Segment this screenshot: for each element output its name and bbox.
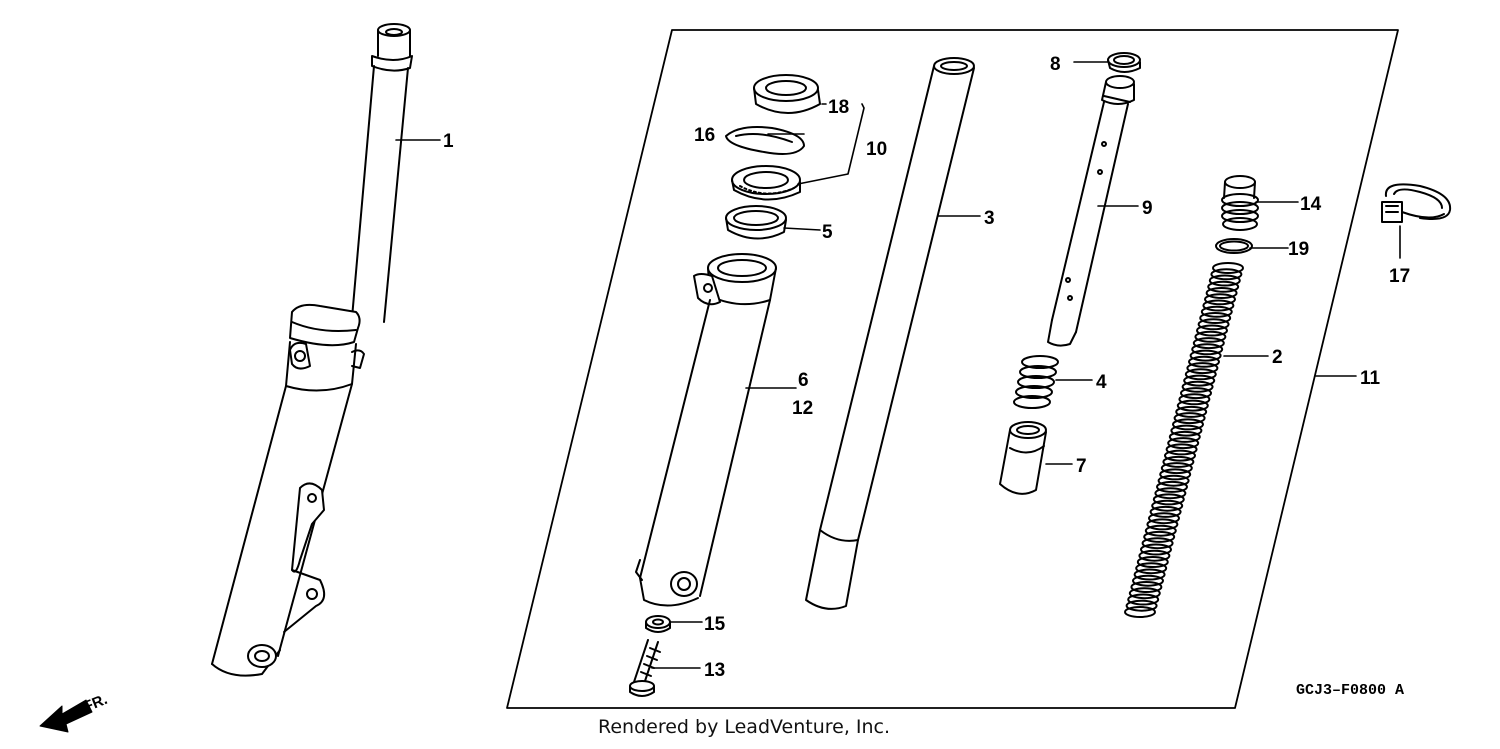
spring-coil	[1127, 593, 1160, 606]
spring-coil	[1181, 380, 1214, 393]
callout-1: 1	[443, 131, 454, 152]
spring-coil	[1149, 505, 1182, 518]
spring-coil	[1210, 268, 1243, 281]
spring-coil	[1202, 299, 1235, 312]
callout-14: 14	[1300, 194, 1322, 215]
callout-10: 10	[866, 139, 887, 160]
spring-coil	[1151, 499, 1184, 512]
spring-coil	[1180, 387, 1212, 400]
callout-16: 16	[694, 125, 715, 146]
oil-seal-part[interactable]	[731, 165, 801, 201]
sealing-washer-part[interactable]	[645, 615, 671, 633]
spring-coil	[1136, 556, 1169, 568]
callout-7: 7	[1076, 456, 1087, 477]
callout-2: 2	[1272, 347, 1283, 368]
spring-coil	[1162, 455, 1195, 468]
spring-coil	[1154, 487, 1187, 500]
fork-assembly-part[interactable]	[211, 23, 413, 677]
spring-coil	[1172, 418, 1204, 431]
spring-coil	[1188, 355, 1220, 368]
spring-coil	[1207, 280, 1240, 293]
diagram-code: GCJ3–F0800 A	[1296, 682, 1404, 699]
spring-coil	[1183, 374, 1216, 387]
spring-coil	[1170, 424, 1203, 437]
spring-coil	[1140, 543, 1172, 556]
spring-coil	[1204, 293, 1236, 306]
spring-coil	[1173, 412, 1206, 425]
spring-coil	[1175, 405, 1208, 418]
spring-coil	[1125, 599, 1158, 612]
fork-pipe-part[interactable]	[1047, 75, 1135, 347]
spring-coil	[1124, 606, 1156, 618]
fork-spring-part[interactable]	[1124, 262, 1244, 618]
hose-clamp-part[interactable]	[1381, 183, 1452, 223]
front-direction-label: FR.	[81, 691, 110, 716]
spring-coil	[1148, 512, 1180, 525]
callout-3: 3	[984, 208, 995, 229]
spring-coil	[1192, 337, 1225, 350]
spring-coil	[1135, 562, 1168, 575]
spring-coil	[1143, 530, 1176, 543]
spring-coil	[1191, 343, 1224, 356]
spring-coil	[1138, 549, 1171, 562]
spring-coil	[1178, 393, 1211, 406]
spring-coil	[1144, 524, 1177, 537]
fork-bolt-part[interactable]	[1221, 175, 1259, 231]
rebound-spring-part[interactable]	[1013, 355, 1059, 409]
callout-15: 15	[704, 614, 726, 635]
spring-coil	[1128, 587, 1161, 600]
spring-coil	[1168, 430, 1201, 443]
spring-coil	[1196, 324, 1228, 337]
spring-coil	[1159, 468, 1192, 481]
spring-coil	[1200, 305, 1233, 318]
spring-coil	[1157, 474, 1190, 487]
callout-18: 18	[828, 97, 849, 118]
callout-4: 4	[1096, 372, 1107, 393]
spring-coil	[1184, 368, 1217, 381]
spring-coil	[1160, 462, 1193, 475]
spring-coil	[1164, 449, 1196, 462]
socket-bolt-part[interactable]	[629, 639, 661, 697]
leader-lines	[395, 61, 1401, 669]
spring-coil	[1132, 574, 1164, 587]
callout-12: 12	[792, 398, 813, 419]
render-credit-text: Rendered by LeadVenture, Inc.	[598, 716, 891, 738]
spring-coil	[1208, 274, 1241, 287]
callout-6: 6	[798, 370, 809, 391]
oil-lock-piece-part[interactable]	[999, 421, 1047, 495]
o-ring-part[interactable]	[1215, 238, 1253, 254]
spring-coil	[1197, 318, 1230, 331]
callout-17: 17	[1389, 266, 1410, 287]
callout-13: 13	[704, 660, 725, 681]
spring-coil	[1176, 399, 1209, 412]
spring-coil	[1165, 443, 1198, 456]
spring-coil	[1167, 437, 1200, 450]
callout-9: 9	[1142, 198, 1153, 219]
spring-coil	[1146, 518, 1179, 531]
spring-coil	[1205, 287, 1238, 299]
spring-coil	[1152, 493, 1185, 506]
spring-coil	[1133, 568, 1166, 581]
callout-11: 11	[1360, 368, 1381, 389]
spring-coil	[1189, 349, 1222, 362]
spring-coil	[1199, 312, 1232, 324]
callout-8: 8	[1050, 54, 1061, 75]
slider-part[interactable]	[635, 253, 777, 607]
callout-19: 19	[1288, 239, 1309, 260]
front-direction-arrow-icon	[39, 699, 93, 733]
inner-tube-part[interactable]	[805, 57, 975, 610]
spring-coil	[1141, 537, 1174, 550]
guide-bushing-part[interactable]	[725, 205, 787, 240]
stop-ring-part[interactable]	[725, 126, 805, 155]
spring-coil	[1156, 480, 1188, 493]
kit-boundary	[506, 29, 1399, 709]
piston-ring-part[interactable]	[1107, 52, 1141, 73]
callout-5: 5	[822, 222, 833, 243]
spring-coil	[1130, 581, 1163, 593]
oil-seal-cap-part[interactable]	[753, 74, 821, 114]
spring-coil	[1194, 330, 1227, 343]
spring-coil	[1186, 362, 1219, 375]
